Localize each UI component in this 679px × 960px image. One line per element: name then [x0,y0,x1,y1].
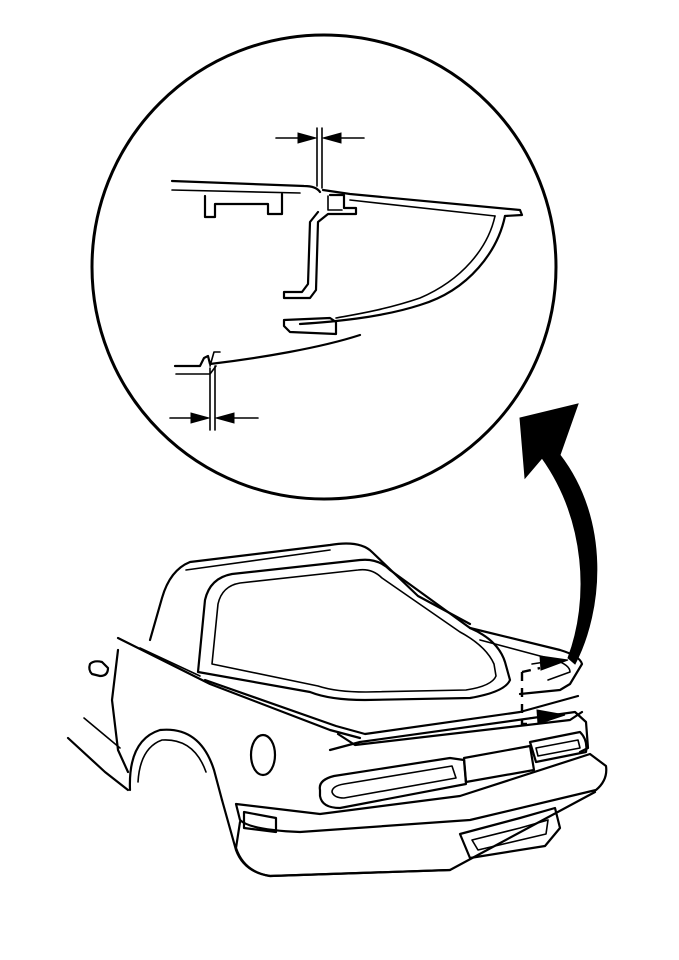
license-pocket-inner [471,819,549,851]
rear-wheel-arch [128,728,224,802]
tail-lamp-right-inner [535,739,581,757]
wheel-arch-lip [137,739,207,783]
rear-window-inner [211,568,497,693]
deck-lid-rear-edge [336,710,584,747]
upper-panel-lower-edge [171,189,301,194]
rear-bumper [234,752,608,834]
spoiler-curved-outer [298,214,507,326]
rocker-line [66,736,130,792]
lower-gap-arrowhead-right [214,412,235,424]
license-pocket [458,806,562,860]
detail-circle [90,33,558,501]
lower-gap-arrowhead-left [190,412,211,424]
upper-bracket [203,192,284,219]
body-side-beltline [116,636,362,740]
spoiler-clip [327,195,343,211]
car-spoiler [468,626,584,696]
tail-lamp-left-inner [331,765,457,799]
upper-gap-dimension [275,127,365,189]
fuel-filler-door [249,733,277,777]
spoiler-callout-leader-1 [531,661,546,665]
upper-panel-edge [170,179,322,194]
spoiler-detail-callout [520,672,530,726]
lower-panel-return [209,351,221,367]
side-marker-lamp [242,810,278,834]
upper-gap-arrowhead-right [321,132,342,144]
spoiler-curved-inner [335,215,496,319]
roof-outline [148,542,472,642]
lower-mount-bracket [282,316,338,336]
center-panel [462,744,536,784]
spoiler-callout-top [521,666,541,674]
quarter-panel-top [139,647,201,677]
tail-lamp-right [528,730,588,764]
tail-lamp-left [318,756,468,810]
deck-lid-top [203,678,580,736]
upper-gap-arrowhead-left [297,132,318,144]
lower-gap-dimension [169,365,259,431]
roof-inner-line [185,549,331,571]
door-handle [88,660,110,678]
rear-view-car [66,542,608,878]
detail-circle-outline [90,33,558,501]
callout-arrow [519,403,598,665]
spoiler-stanchion [282,193,358,300]
bumper-lower [234,790,597,878]
spoiler-inner-top [349,199,496,217]
rear-window [196,558,512,702]
spoiler-top-surface [321,188,524,218]
rocker-line-2 [83,717,121,749]
lower-panel-line [173,333,362,368]
door-rear-edge [110,648,130,774]
